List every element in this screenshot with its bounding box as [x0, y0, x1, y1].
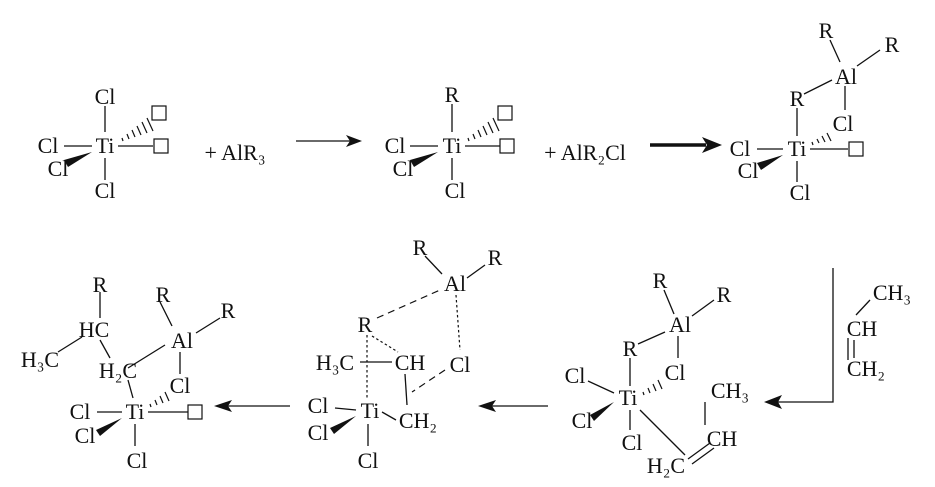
- r-label: R: [156, 282, 171, 307]
- h3c-label: H₃C: [21, 347, 59, 372]
- cl-label: Cl: [308, 420, 329, 445]
- ti-label: Ti: [619, 385, 638, 410]
- h3c-label: H₃C: [316, 350, 354, 375]
- hashed-bond: [149, 391, 170, 408]
- ch3-label: CH₃: [711, 378, 749, 403]
- cl-label: Cl: [622, 430, 643, 455]
- r-label: R: [93, 272, 108, 297]
- cl-label: Cl: [385, 133, 406, 158]
- structure-insertion-product: R R R HC Al H₃C H₂C Cl Cl Ti Cl Cl: [21, 272, 236, 473]
- propene-ch: CH: [847, 316, 878, 341]
- r-label: R: [488, 245, 503, 270]
- reaction-arrow: [478, 400, 548, 412]
- structure-transition-state: R R Al R H₃C CH Cl Cl Ti CH₂ Cl Cl: [308, 235, 503, 473]
- cl-label: Cl: [565, 363, 586, 388]
- hashed-bond: [642, 379, 663, 396]
- cl-label: Cl: [572, 408, 593, 433]
- r-label: R: [623, 336, 638, 361]
- cl-label: Cl: [790, 180, 811, 205]
- reagent-alr3: + AlR₃: [204, 140, 265, 165]
- r-label: R: [717, 282, 732, 307]
- cl-label: Cl: [75, 423, 96, 448]
- structure-ticl4: Cl Ti Cl Cl Cl: [38, 84, 169, 203]
- vacancy-box: [187, 404, 203, 420]
- cl-label: Cl: [127, 448, 148, 473]
- r-label: R: [445, 82, 460, 107]
- ti-label: Ti: [361, 398, 380, 423]
- propene-ch2: CH₂: [847, 356, 885, 381]
- cl-label: Cl: [308, 393, 329, 418]
- al-label: Al: [835, 64, 857, 89]
- cl-label: Cl: [450, 352, 471, 377]
- cl-label: Cl: [665, 360, 686, 385]
- vacancy-box: [151, 105, 167, 121]
- cl-label: Cl: [70, 399, 91, 424]
- structure-pi-complex: R R Al R Cl Cl Ti Cl Cl CH₃ CH H₂C: [565, 268, 750, 478]
- h2c-label: H₂C: [99, 358, 137, 383]
- ti-label: Ti: [126, 399, 145, 424]
- vacancy-box: [848, 141, 864, 157]
- cl-label: Cl: [738, 158, 759, 183]
- hashed-bond: [467, 117, 500, 142]
- al-label: Al: [171, 328, 193, 353]
- cl-label: Cl: [833, 111, 854, 136]
- hashed-bond: [811, 132, 832, 146]
- r-label: R: [221, 298, 236, 323]
- reagent-alr2cl: + AlR₂Cl: [544, 140, 626, 165]
- ch-label: CH: [395, 350, 426, 375]
- ti-label: Ti: [788, 136, 807, 161]
- r-label: R: [653, 268, 668, 293]
- cl-label: Cl: [95, 178, 116, 203]
- cl-label: Cl: [48, 156, 69, 181]
- r-label: R: [358, 312, 373, 337]
- vacancy-box: [497, 105, 513, 121]
- ch-label: CH: [707, 426, 738, 451]
- al-label: Al: [444, 271, 466, 296]
- structure-active-center: R R Al R Cl Ti Cl Cl Cl: [730, 18, 900, 205]
- ti-label: Ti: [96, 133, 115, 158]
- bold-reaction-arrow: [650, 137, 722, 153]
- cl-label: Cl: [358, 448, 379, 473]
- cl-label: Cl: [170, 373, 191, 398]
- h2c-label: H₂C: [647, 453, 685, 478]
- cl-label: Cl: [730, 136, 751, 161]
- reaction-arrow: [214, 400, 290, 412]
- reaction-arrow: [296, 135, 362, 147]
- cl-label: Cl: [393, 156, 414, 181]
- cl-label: Cl: [445, 178, 466, 203]
- r-label: R: [413, 235, 428, 260]
- cl-label: Cl: [95, 84, 116, 109]
- propene-addition-arrow: CH₃ CH CH₂: [764, 268, 911, 409]
- hc-label: HC: [79, 317, 110, 342]
- vacancy-box: [153, 138, 169, 154]
- ti-label: Ti: [443, 133, 462, 158]
- propene-ch3: CH₃: [873, 280, 911, 305]
- r-label: R: [790, 86, 805, 111]
- ch2-label: CH₂: [399, 408, 437, 433]
- al-label: Al: [669, 312, 691, 337]
- hashed-bond: [121, 117, 154, 142]
- vacancy-box: [499, 138, 515, 154]
- cl-label: Cl: [38, 133, 59, 158]
- r-label: R: [885, 32, 900, 57]
- structure-rticl3: R Ti Cl Cl Cl: [385, 82, 515, 203]
- r-label: R: [819, 18, 834, 43]
